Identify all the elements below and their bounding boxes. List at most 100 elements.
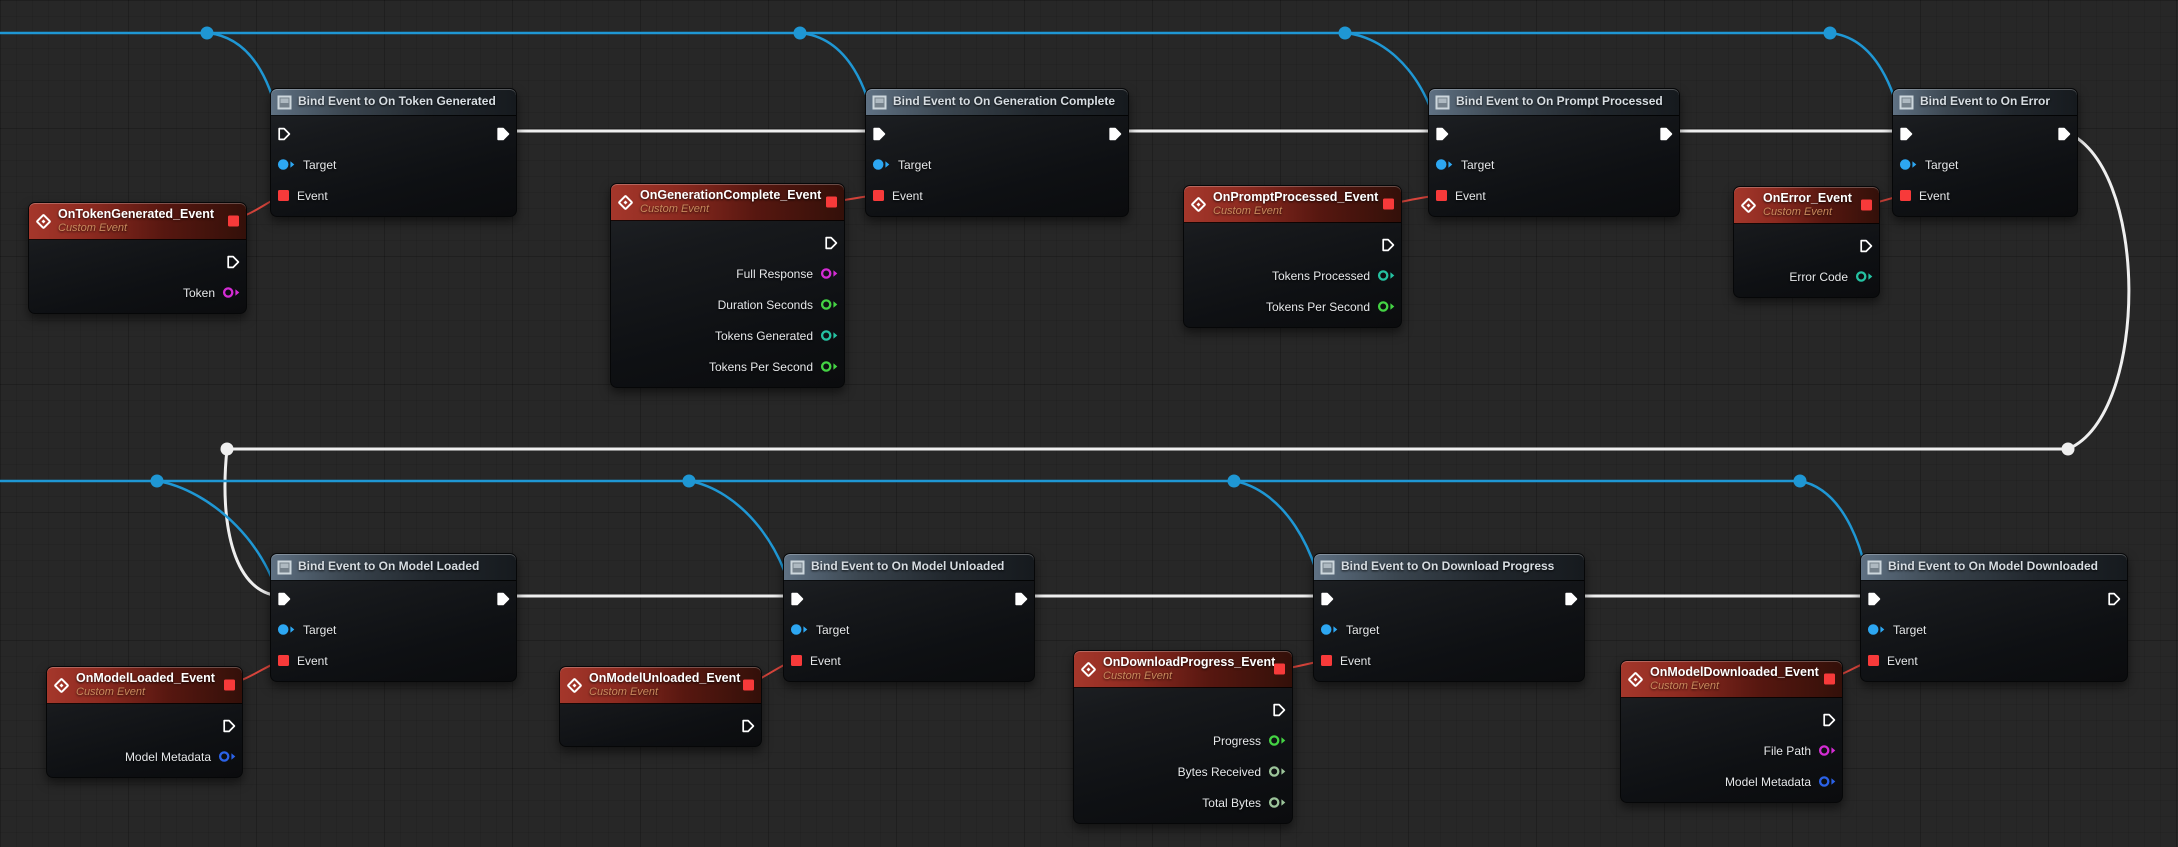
pin-target[interactable] [1899, 158, 1918, 171]
pin-model-metadata[interactable] [218, 750, 237, 763]
exec-out-pin[interactable] [2056, 126, 2072, 142]
pin-target[interactable] [277, 623, 296, 636]
delegate-out-pin[interactable] [742, 679, 755, 692]
node-header[interactable]: Bind Event to On Model Loaded [271, 554, 516, 581]
pin-event[interactable] [1867, 654, 1880, 667]
pin-tokens-per-second[interactable] [820, 360, 839, 373]
pin-target[interactable] [1435, 158, 1454, 171]
delegate-out-pin[interactable] [825, 196, 838, 209]
pin-progress[interactable] [1268, 734, 1287, 747]
node-header[interactable]: Bind Event to On Error [1893, 89, 2077, 116]
pin-target[interactable] [790, 623, 809, 636]
exec-out-pin[interactable] [221, 718, 237, 734]
exec-out-pin[interactable] [740, 718, 756, 734]
node-header[interactable]: Bind Event to On Model Downloaded [1861, 554, 2127, 581]
node-header[interactable]: Bind Event to On Token Generated [271, 89, 516, 116]
pin-event[interactable] [872, 189, 885, 202]
node-header[interactable]: Bind Event to On Download Progress [1314, 554, 1584, 581]
pin-event[interactable] [1320, 654, 1333, 667]
pin-target[interactable] [1320, 623, 1339, 636]
pin-target[interactable] [872, 158, 891, 171]
wire-exec-error-arc[interactable] [2061, 129, 2131, 451]
exec-in-pin[interactable] [276, 126, 292, 142]
delegate-out-pin[interactable] [227, 215, 240, 228]
node-header[interactable]: Bind Event to On Prompt Processed [1429, 89, 1679, 116]
exec-in-pin[interactable] [1866, 591, 1882, 607]
pin-model-metadata[interactable] [1818, 775, 1837, 788]
exec-in-pin[interactable] [871, 126, 887, 142]
pin-tokens-processed[interactable] [1377, 269, 1396, 282]
pin-bytes-received[interactable] [1268, 765, 1287, 778]
exec-out-pin[interactable] [1013, 591, 1029, 607]
exec-out-pin[interactable] [1107, 126, 1123, 142]
exec-out-pin[interactable] [1271, 702, 1287, 718]
pin-total-bytes[interactable] [1268, 796, 1287, 809]
exec-out-pin[interactable] [1380, 237, 1396, 253]
exec-out-pin[interactable] [1658, 126, 1674, 142]
exec-out-pin[interactable] [1821, 712, 1837, 728]
pin-error-code[interactable] [1855, 270, 1874, 283]
pin-target[interactable] [277, 158, 296, 171]
pin-event[interactable] [790, 654, 803, 667]
pin-full-response[interactable] [820, 267, 839, 280]
node-header[interactable]: Bind Event to On Generation Complete [866, 89, 1128, 116]
wire-target-drop-5[interactable] [155, 479, 286, 627]
delegate-out-pin[interactable] [1823, 673, 1836, 686]
exec-in-pin[interactable] [1898, 126, 1914, 142]
exec-out-pin[interactable] [225, 254, 241, 270]
pin-target[interactable] [1867, 623, 1886, 636]
pin-event[interactable] [1435, 189, 1448, 202]
pin-tokens-generated[interactable] [820, 329, 839, 342]
exec-out-pin[interactable] [1563, 591, 1579, 607]
delegate-out-pin[interactable] [1273, 663, 1286, 676]
pin-duration-seconds[interactable] [820, 298, 839, 311]
pin-file-path[interactable] [1818, 744, 1837, 757]
exec-in-pin[interactable] [1434, 126, 1450, 142]
pin-token[interactable] [222, 286, 241, 299]
wire-exec-drop-model-loaded[interactable] [223, 447, 285, 598]
reroute-node[interactable] [2061, 442, 2075, 456]
pin-event[interactable] [277, 189, 290, 202]
exec-out-pin[interactable] [495, 591, 511, 607]
delegate-out-pin[interactable] [1382, 198, 1395, 211]
exec-out-pin[interactable] [1858, 238, 1874, 254]
exec-out-pin[interactable] [823, 235, 839, 251]
pin-tokens-per-second[interactable] [1377, 300, 1396, 313]
exec-in-pin[interactable] [276, 591, 292, 607]
delegate-out-pin[interactable] [223, 679, 236, 692]
exec-out-pin[interactable] [2106, 591, 2122, 607]
pin-event[interactable] [277, 654, 290, 667]
exec-out-pin[interactable] [495, 126, 511, 142]
delegate-out-pin[interactable] [1860, 199, 1873, 212]
exec-in-pin[interactable] [789, 591, 805, 607]
exec-in-pin[interactable] [1319, 591, 1335, 607]
wire-target-drop-6[interactable] [687, 479, 799, 627]
pin-event[interactable] [1899, 189, 1912, 202]
node-header[interactable]: Bind Event to On Model Unloaded [784, 554, 1034, 581]
